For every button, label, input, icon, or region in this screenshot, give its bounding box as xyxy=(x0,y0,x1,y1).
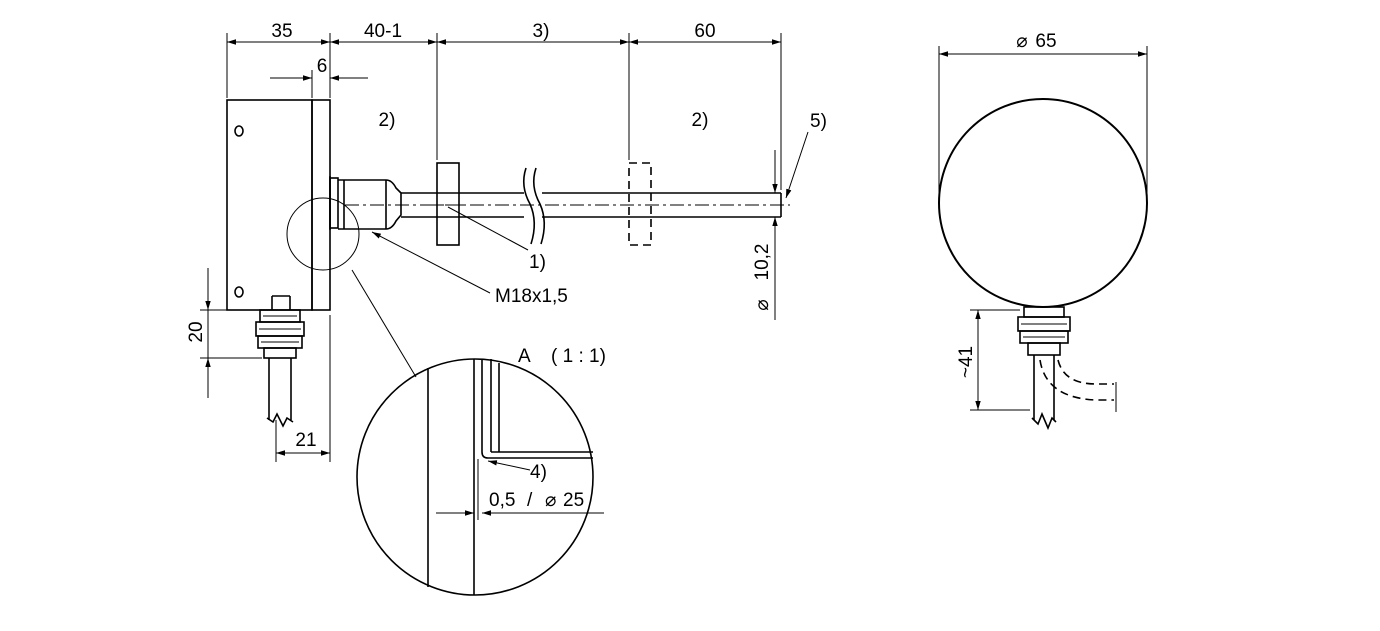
diameter-symbol: ⌀ xyxy=(752,299,773,310)
front-cable-gland xyxy=(1017,306,1071,356)
dimension-d10-2: ⌀ 10,2 xyxy=(752,150,778,320)
dim-d25: 25 xyxy=(563,490,584,511)
dimension-6: 6 xyxy=(270,56,368,98)
cable xyxy=(266,358,294,428)
thread-spec: M18x1,5 xyxy=(495,286,568,307)
leader-thread: M18x1,5 xyxy=(371,231,568,307)
dimension-21: 21 xyxy=(275,315,331,462)
dim-40-1: 40-1 xyxy=(364,21,402,42)
dim-6: 6 xyxy=(317,56,328,77)
detail-title: A xyxy=(518,346,531,367)
dim-41: ~41 xyxy=(956,346,977,378)
housing xyxy=(226,99,331,311)
detail-marker xyxy=(286,197,417,378)
dimension-20: 20 xyxy=(186,268,262,398)
housing-circle xyxy=(938,98,1148,308)
dim-20: 20 xyxy=(186,321,207,342)
dim-35: 35 xyxy=(271,21,292,42)
detail-scale: ( 1 : 1) xyxy=(551,346,606,367)
dim-note-3: 3) xyxy=(533,21,550,42)
probe-tube xyxy=(345,167,790,245)
note-2-right: 2) xyxy=(692,110,709,131)
dim-10-2: 10,2 xyxy=(752,244,773,281)
top-dimension-chain: 35 40-1 3) 60 xyxy=(226,21,782,190)
dim-21: 21 xyxy=(295,430,316,451)
dimension-41: ~41 xyxy=(956,309,1030,411)
dimension-d65: ⌀ 65 xyxy=(938,31,1148,200)
flange-solid xyxy=(430,162,466,246)
dimension-gap: 0,5 / ⌀ 25 xyxy=(436,459,604,520)
diameter-symbol-detail: ⌀ xyxy=(545,490,556,511)
flange-dashed xyxy=(628,162,652,246)
dim-gap: 0,5 xyxy=(489,490,515,511)
note-5: 5) xyxy=(810,111,827,132)
dim-60: 60 xyxy=(694,21,715,42)
front-cable xyxy=(1031,355,1117,431)
leader-note-1: 1) xyxy=(447,206,546,273)
leader-note-4: 4) xyxy=(487,460,547,483)
detail-view-a: A ( 1 : 1) 4) 0,5 / ⌀ 25 xyxy=(356,346,606,596)
note-2-left: 2) xyxy=(379,110,396,131)
dim-separator: / xyxy=(527,490,533,511)
leader-note-5: 5) xyxy=(785,111,827,199)
front-view: ⌀ 65 ~41 xyxy=(938,31,1148,431)
cable-gland xyxy=(255,295,305,359)
diameter-symbol-front: ⌀ xyxy=(1016,31,1027,52)
threaded-fitting xyxy=(329,176,402,230)
dim-65: 65 xyxy=(1035,31,1056,52)
note-4: 4) xyxy=(530,462,547,483)
side-view: 35 40-1 3) 60 6 xyxy=(186,21,827,462)
note-1: 1) xyxy=(529,252,546,273)
